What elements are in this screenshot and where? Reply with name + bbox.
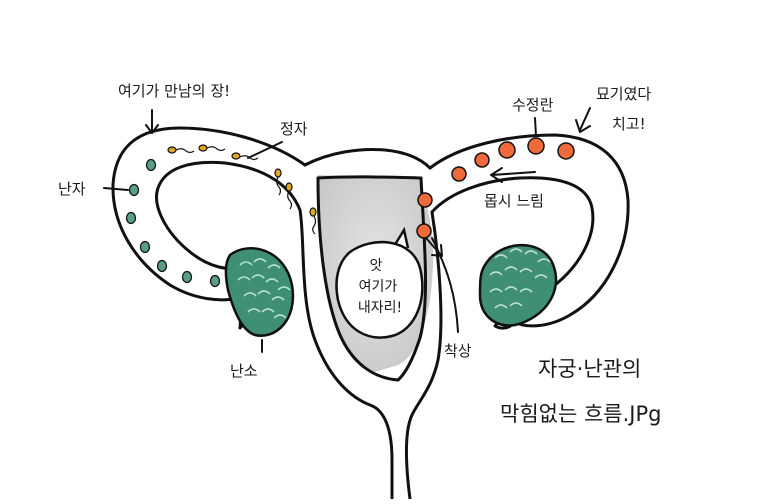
fertilized-egg: [474, 152, 490, 168]
sperm: [198, 144, 226, 152]
right-ovary: [478, 243, 558, 327]
implantation-pointer: [431, 237, 459, 333]
sperm: [285, 182, 293, 210]
fertilized-pointer: [534, 117, 537, 137]
sperm: [167, 146, 195, 154]
label-exclamation: 묘기였다 치고!: [596, 85, 656, 133]
sperm: [231, 152, 259, 161]
arrow-down-icon: [145, 109, 159, 134]
label-egg: 난자: [58, 180, 86, 198]
fertilized-egg: [557, 142, 575, 160]
fertilized-egg: [527, 137, 545, 155]
egg-cell: [181, 270, 193, 284]
egg-cell: [125, 211, 137, 225]
egg-cell: [128, 183, 140, 197]
fertilized-egg: [416, 223, 432, 239]
sperm: [309, 207, 317, 235]
sperm-pointer: [247, 141, 283, 159]
label-ovary: 난소: [230, 362, 258, 380]
label-meeting-place: 여기가 만남의 장!: [118, 82, 230, 100]
egg-cell: [145, 158, 157, 172]
title-line-1: 자궁·난관의: [538, 357, 641, 381]
sperm: [274, 168, 282, 196]
arrow-left-icon: [490, 167, 536, 183]
arrow-down-left-icon: [575, 107, 591, 133]
fertilized-eggs: [416, 137, 575, 239]
egg-cells: [125, 158, 221, 288]
fertilized-egg: [451, 166, 467, 182]
label-fertilized-egg: 수정란: [512, 96, 554, 114]
fertilized-egg: [417, 192, 433, 208]
egg-pointer: [103, 187, 129, 191]
egg-cell: [209, 274, 221, 288]
speech-line-2: 여기가: [359, 279, 398, 295]
egg-cell: [156, 259, 168, 273]
label-slow: 몹시 느림: [484, 192, 544, 210]
sperm-cells: [167, 144, 317, 235]
annotation-lines: [103, 107, 591, 353]
title-line-2: 막힘없는 흐름.JPg: [500, 402, 661, 426]
fertilized-egg: [498, 141, 516, 159]
label-sperm: 정자: [280, 120, 308, 138]
uterus-outline: [298, 148, 443, 501]
label-implantation: 착상: [444, 342, 472, 360]
speech-bubble: 앗 여기가 내자리!: [335, 226, 424, 339]
egg-cell: [139, 240, 151, 254]
speech-line-3: 내자리!: [358, 300, 402, 316]
speech-line-1: 앗: [370, 258, 383, 274]
left-ovary: [224, 247, 295, 338]
